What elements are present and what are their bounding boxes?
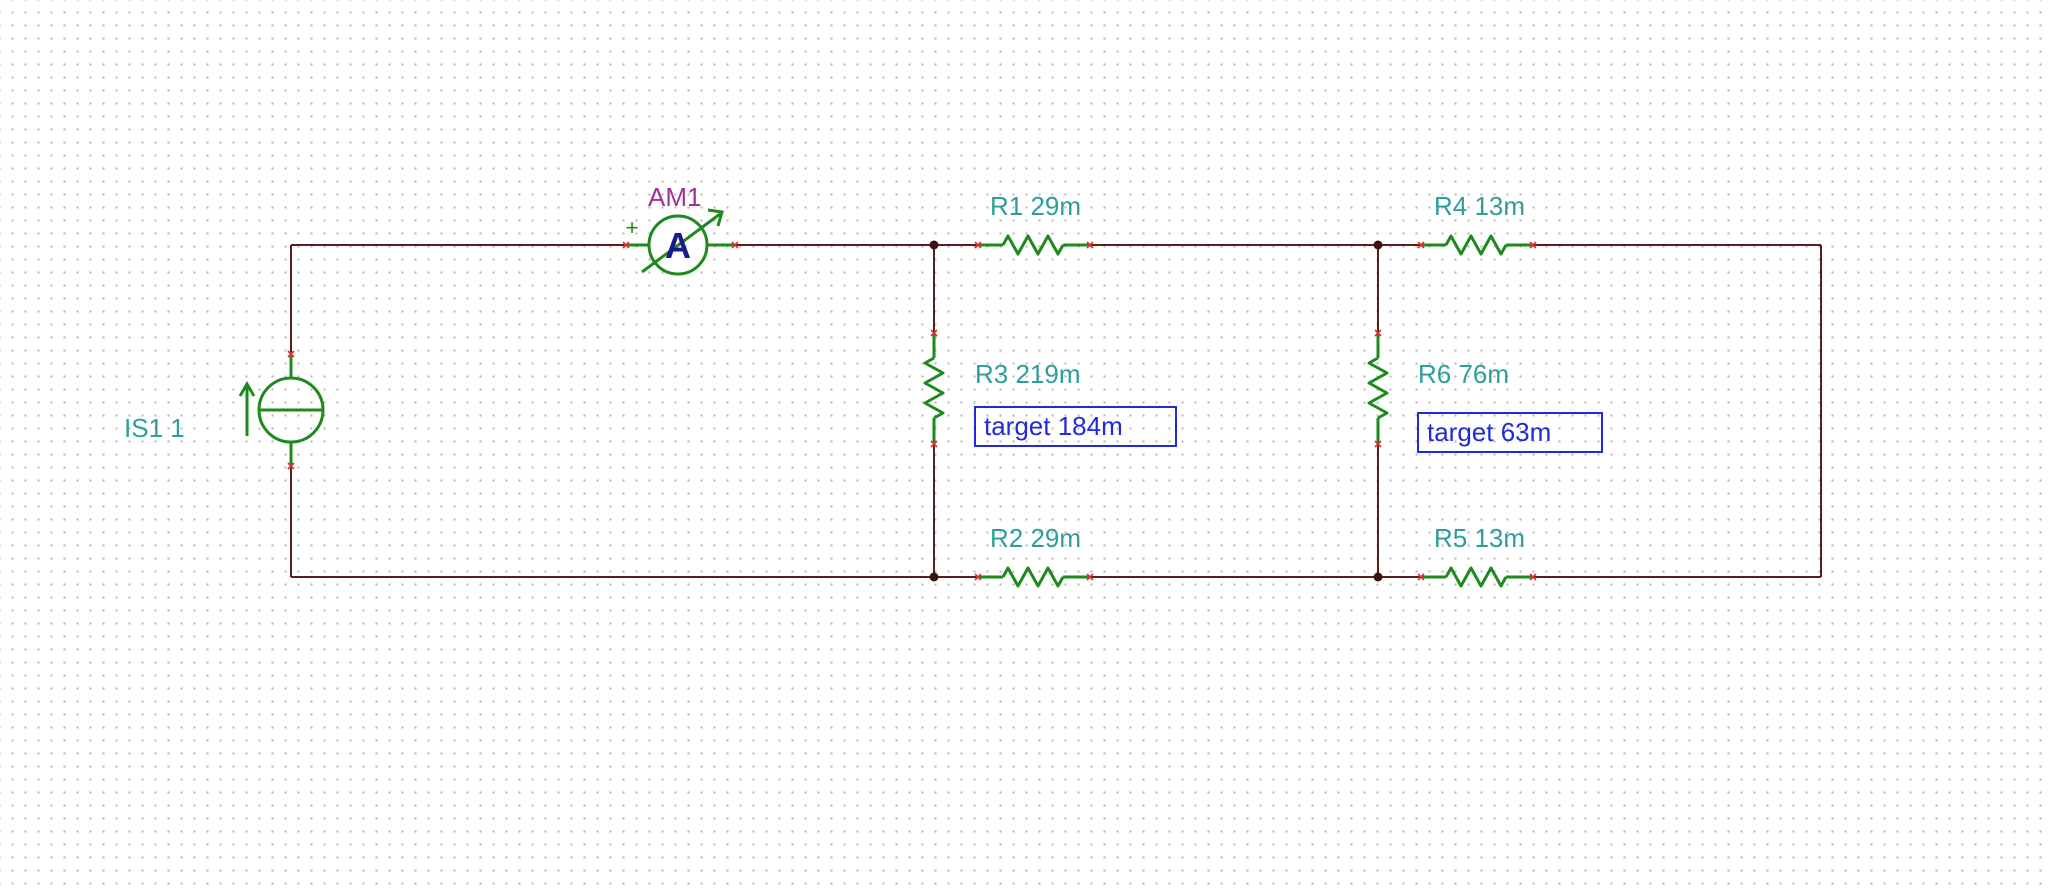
resistor-r2[interactable] (978, 566, 1090, 588)
resistor-r1[interactable] (978, 234, 1090, 256)
resistor-r4[interactable] (1421, 234, 1533, 256)
resistor-r6[interactable] (1367, 333, 1389, 444)
ammeter-label[interactable]: AM1 (648, 182, 702, 212)
resistor-r3[interactable] (923, 333, 945, 444)
junction-node (929, 572, 939, 582)
pin-markers (287, 241, 1537, 581)
r6-target-annotation[interactable]: target 63m (1417, 412, 1603, 453)
r3-target-annotation[interactable]: target 184m (974, 406, 1177, 447)
ammeter-symbol: A (665, 225, 691, 266)
junction-node (1373, 240, 1383, 250)
resistor-r5-label[interactable]: R5 13m (1434, 523, 1526, 553)
resistor-r1-label[interactable]: R1 29m (990, 191, 1082, 221)
junction-node (1373, 572, 1383, 582)
ammeter-plus-sign: + (626, 215, 639, 240)
current-source-label[interactable]: IS1 1 (124, 413, 185, 443)
ammeter-needle-icon (641, 212, 721, 274)
junction-node (929, 240, 939, 250)
resistor-r4-label[interactable]: R4 13m (1434, 191, 1526, 221)
current-source-is1[interactable] (238, 354, 325, 466)
resistor-r3-label[interactable]: R3 219m (975, 359, 1081, 389)
resistor-r2-label[interactable]: R2 29m (990, 523, 1082, 553)
resistor-r5[interactable] (1421, 566, 1533, 588)
ammeter-am1[interactable]: A + (626, 208, 735, 276)
resistor-r6-label[interactable]: R6 76m (1418, 359, 1510, 389)
